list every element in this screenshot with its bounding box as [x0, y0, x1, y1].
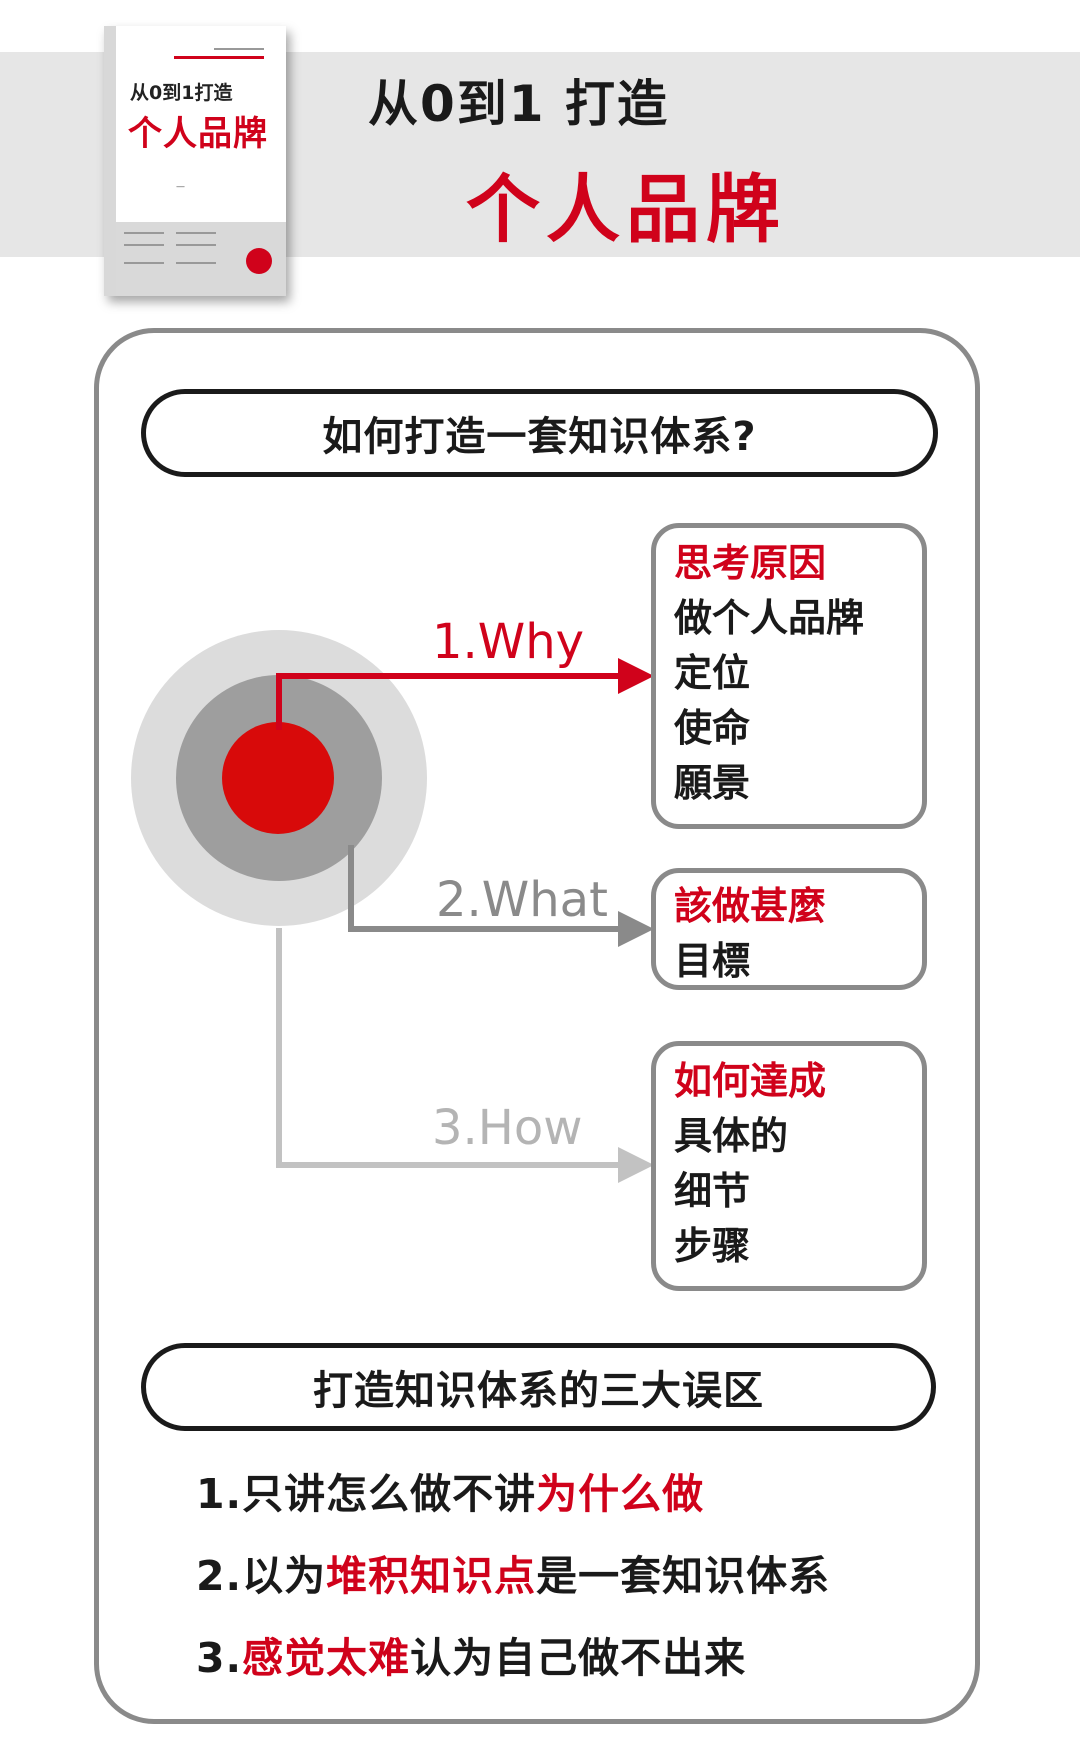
- book-cover-image: 从0到1打造 个人品牌 —: [104, 26, 286, 296]
- what-box: 該做甚麼 目標: [651, 868, 927, 990]
- what-box-line: 目標: [674, 939, 751, 983]
- section1-title: 如何打造一套知识体系?: [141, 389, 938, 477]
- book-title-line1: 从0到1打造: [130, 82, 233, 104]
- why-box-line: 使命: [674, 706, 751, 750]
- list-item: 1.只讲怎么做不讲为什么做: [196, 1470, 705, 1518]
- why-box-title: 思考原因: [674, 541, 827, 585]
- content-frame: [94, 328, 980, 1724]
- how-box-line: 具体的: [674, 1114, 789, 1158]
- why-box-line: 做个人品牌: [674, 596, 865, 640]
- how-box-title: 如何達成: [674, 1059, 827, 1103]
- why-arrow: [276, 658, 654, 730]
- book-author-mark: —: [176, 182, 185, 192]
- section2-title: 打造知识体系的三大误区: [141, 1343, 936, 1431]
- how-box-line: 步骤: [674, 1224, 751, 1268]
- header-title-line2: 个人品牌: [466, 167, 786, 253]
- why-label: 1.Why: [432, 614, 585, 670]
- how-box: 如何達成 具体的 细节 步骤: [651, 1041, 927, 1291]
- what-label: 2.What: [436, 872, 608, 928]
- list-item: 3.感觉太难认为自己做不出来: [196, 1634, 747, 1682]
- center-dot: [222, 722, 334, 834]
- how-arrow: [276, 928, 654, 1183]
- why-box-line: 願景: [674, 761, 751, 805]
- why-box: 思考原因 做个人品牌 定位 使命 願景: [651, 523, 927, 829]
- how-label: 3.How: [432, 1100, 583, 1156]
- list-item: 2.以为堆积知识点是一套知识体系: [196, 1552, 831, 1600]
- book-spine: [104, 26, 116, 296]
- header-title-line1: 从0到1 打造: [368, 75, 669, 133]
- what-box-title: 該做甚麼: [674, 884, 827, 928]
- book-badge: [246, 248, 272, 274]
- what-arrow: [348, 845, 654, 947]
- why-box-line: 定位: [674, 651, 751, 695]
- how-box-line: 细节: [674, 1169, 751, 1213]
- book-title-line2: 个人品牌: [128, 114, 268, 154]
